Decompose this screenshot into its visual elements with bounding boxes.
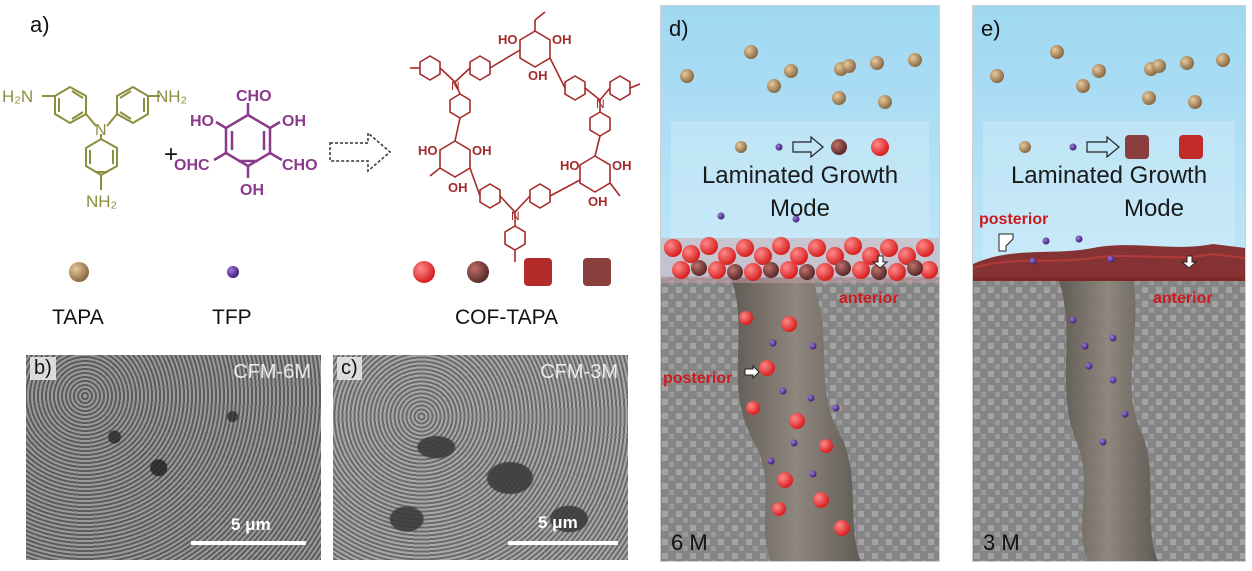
panel-e-mode-line1: Laminated Growth <box>1010 162 1208 189</box>
tapa-amine-left: H₂N <box>2 87 33 106</box>
sem-image-6m: b) CFM-6M 5 μm <box>26 355 321 560</box>
tfp-oh-bottom: OH <box>240 182 264 199</box>
tfp-cho-right: CHO <box>282 157 318 174</box>
panel-d-mode-line2: Mode <box>769 195 831 222</box>
scale-label-6m: 5 μm <box>231 515 271 534</box>
tfp-cho-top: CHO <box>236 88 272 105</box>
cof-oh-5: OH <box>612 158 632 173</box>
cof-oh-4: OH <box>448 180 468 195</box>
panel-d-illustration <box>661 45 939 561</box>
panel-d-label: d) <box>669 16 689 41</box>
tapa-n: N <box>95 122 107 139</box>
cof-oh-3: OH <box>472 143 492 158</box>
cof-block-red <box>524 258 552 286</box>
cof-name: COF-TAPA <box>455 306 559 329</box>
cof-sphere-red <box>413 261 435 283</box>
plus-sign: + <box>164 141 178 168</box>
tapa-molecule <box>42 85 160 190</box>
panel-e-posterior: posterior <box>979 211 1049 228</box>
panel-e-mode-line2: Mode <box>1123 195 1185 222</box>
cof-n-3: N <box>511 209 520 223</box>
panel-e-scheme: e) Laminated Growth Mode anterior poster… <box>972 5 1246 562</box>
cof-oh-1: OH <box>552 32 572 47</box>
cof-oh-2: OH <box>528 68 548 83</box>
cof-ho-3: HO <box>560 158 580 173</box>
cof-n-2: N <box>596 97 605 111</box>
sem-title-6m: CFM-6M <box>233 361 311 383</box>
cof-oh-6: OH <box>588 194 608 209</box>
scale-bar-6m <box>191 541 306 545</box>
tapa-amine-bottom: NH₂ <box>86 192 117 211</box>
panel-d-anterior: anterior <box>839 290 899 307</box>
panel-e-illustration <box>973 45 1245 561</box>
panel-b-label: b) <box>30 357 56 380</box>
tapa-amine-right: NH₂ <box>156 87 187 106</box>
cof-n-1: N <box>451 79 460 93</box>
panel-e-label: e) <box>981 16 1001 41</box>
tfp-ohc-left: OHC <box>174 157 210 174</box>
panel-d-mode-line1: Laminated Growth <box>701 162 899 189</box>
panel-d-concentration: 6 M <box>671 530 708 555</box>
tapa-sphere <box>69 262 89 282</box>
sem-image-3m: c) CFM-3M 5 μm <box>333 355 628 560</box>
scale-label-3m: 5 μm <box>538 513 578 532</box>
panel-d-posterior: posterior <box>663 370 733 387</box>
tfp-name: TFP <box>212 306 252 329</box>
cof-sphere-dark <box>467 261 489 283</box>
cof-structure <box>410 11 641 262</box>
sem-title-3m: CFM-3M <box>540 361 618 383</box>
tfp-sphere <box>227 266 239 278</box>
tfp-oh-left: HO <box>190 113 214 130</box>
cof-ho-2: HO <box>418 143 438 158</box>
panel-d-scheme: d) Laminated Growth Mode anterior poster… <box>660 5 940 562</box>
panel-e-anterior: anterior <box>1153 290 1213 307</box>
panel-a-label: a) <box>30 12 50 37</box>
panel-c-label: c) <box>337 357 362 380</box>
scale-bar-3m <box>508 541 618 545</box>
tfp-oh-right: OH <box>282 113 306 130</box>
tfp-molecule <box>213 103 283 178</box>
panel-a-scheme: N H₂N NH₂ NH₂ + CHO HO OH OHC CHO OH <box>2 11 641 286</box>
cof-block-dark <box>583 258 611 286</box>
panel-e-concentration: 3 M <box>983 530 1020 555</box>
tapa-name: TAPA <box>52 306 104 329</box>
reaction-arrow <box>329 131 392 173</box>
cof-ho-1: HO <box>498 32 518 47</box>
